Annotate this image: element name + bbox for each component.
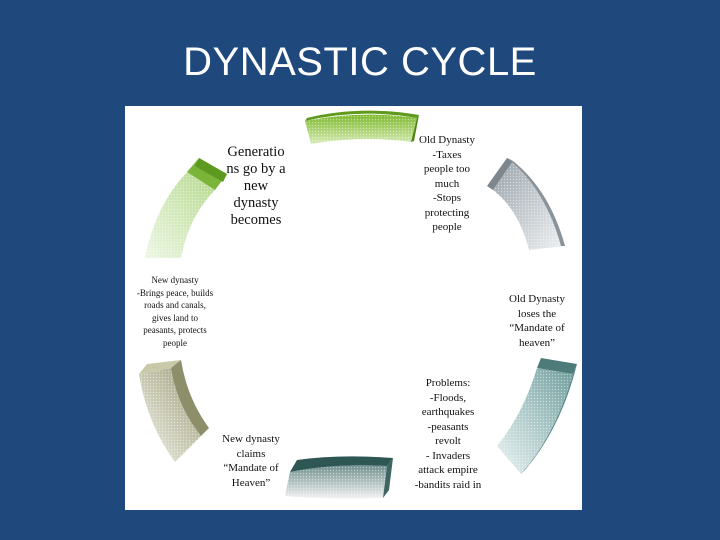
stage-new-dynasty-brings-peace-label: New dynasty -Brings peace, builds roads … bbox=[127, 274, 223, 350]
arrow-bottom bbox=[285, 456, 393, 498]
arrow-lower-right bbox=[497, 358, 577, 474]
arrow-top bbox=[305, 111, 419, 144]
arrow-upper-right bbox=[487, 158, 565, 250]
stage-generations-label: Generatio ns go by a new dynasty becomes bbox=[213, 144, 299, 229]
stage-old-dynasty-taxes-label: Old Dynasty -Taxes people too much -Stop… bbox=[412, 133, 482, 235]
cycle-diagram-panel: Generatio ns go by a new dynasty becomes… bbox=[125, 106, 582, 510]
slide-title: DYNASTIC CYCLE bbox=[0, 40, 720, 85]
stage-new-dynasty-claims-label: New dynasty claims “Mandate of Heaven” bbox=[213, 432, 289, 490]
stage-loses-mandate-label: Old Dynasty loses the “Mandate of heaven… bbox=[497, 292, 577, 350]
stage-problems-label: Problems: -Floods, earthquakes -peasants… bbox=[403, 376, 493, 492]
arrow-lower-left bbox=[139, 360, 209, 462]
